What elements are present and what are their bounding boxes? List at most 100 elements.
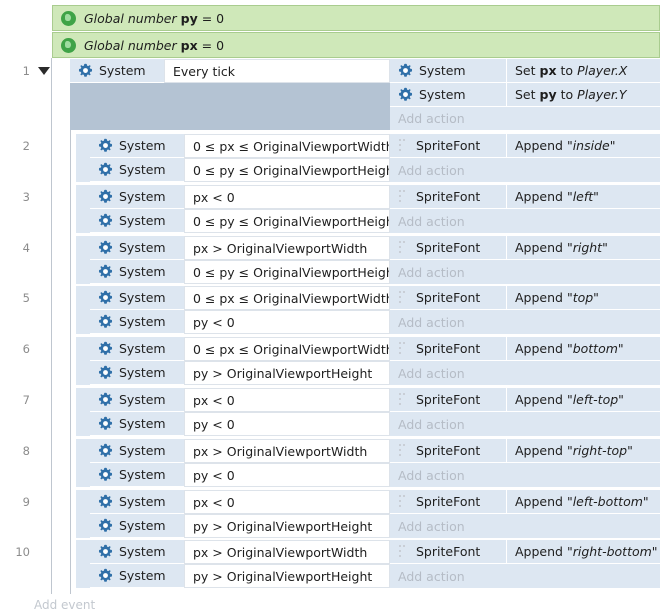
condition-text[interactable]: 0 ≤ px ≤ OriginalViewportWidth bbox=[184, 286, 390, 310]
action-object[interactable]: System bbox=[390, 59, 506, 83]
condition-object[interactable]: System bbox=[90, 463, 184, 487]
condition-object[interactable]: System bbox=[90, 337, 184, 361]
gear-icon bbox=[98, 213, 113, 227]
add-action-link[interactable]: Add action bbox=[390, 564, 660, 588]
condition-object[interactable]: System bbox=[90, 490, 184, 514]
gear-icon bbox=[98, 162, 113, 176]
add-action-link[interactable]: Add action bbox=[390, 463, 660, 487]
add-action-link[interactable]: Add action bbox=[390, 361, 660, 385]
condition-object[interactable]: System bbox=[90, 412, 184, 436]
action-object[interactable]: SpriteFont bbox=[390, 236, 506, 260]
add-action-link[interactable]: Add action bbox=[390, 107, 660, 130]
condition-text[interactable]: py < 0 bbox=[184, 310, 390, 334]
condition-text[interactable]: 0 ≤ py ≤ OriginalViewportHeight bbox=[184, 158, 390, 182]
condition-text[interactable]: py > OriginalViewportHeight bbox=[184, 564, 390, 588]
spritefont-icon bbox=[399, 544, 405, 557]
condition-object[interactable]: System bbox=[90, 564, 184, 588]
add-action-link[interactable]: Add action bbox=[390, 158, 660, 182]
spritefont-icon bbox=[399, 443, 405, 456]
event-number: 5 bbox=[22, 291, 30, 305]
add-event-link[interactable]: Add event bbox=[34, 598, 96, 612]
condition-text[interactable]: px < 0 bbox=[184, 490, 390, 514]
condition-object[interactable]: System bbox=[90, 286, 184, 310]
condition-text[interactable]: 0 ≤ py ≤ OriginalViewportHeight bbox=[184, 260, 390, 284]
condition-text[interactable]: 0 ≤ px ≤ OriginalViewportWidth bbox=[184, 337, 390, 361]
gear-icon bbox=[78, 63, 93, 77]
action-text[interactable]: Append "left-bottom" bbox=[506, 490, 660, 514]
action-text[interactable]: Append "left-top" bbox=[506, 388, 660, 412]
action-object[interactable]: SpriteFont bbox=[390, 540, 506, 564]
action-object[interactable]: SpriteFont bbox=[390, 286, 506, 310]
gear-icon bbox=[98, 240, 113, 254]
condition-text[interactable]: py < 0 bbox=[184, 463, 390, 487]
add-action-link[interactable]: Add action bbox=[390, 412, 660, 436]
condition-object[interactable]: System bbox=[70, 59, 164, 83]
condition-text[interactable]: px > OriginalViewportWidth bbox=[184, 236, 390, 260]
action-text[interactable]: Append "bottom" bbox=[506, 337, 660, 361]
globe-icon bbox=[61, 37, 76, 53]
condition-object[interactable]: System bbox=[90, 260, 184, 284]
action-text[interactable]: Append "right-bottom" bbox=[506, 540, 660, 564]
gear-icon bbox=[98, 290, 113, 304]
condition-object[interactable]: System bbox=[90, 388, 184, 412]
spritefont-icon bbox=[399, 290, 405, 303]
condition-object[interactable]: System bbox=[90, 439, 184, 463]
global-var-text: Global number px = 0 bbox=[84, 37, 225, 53]
gear-icon bbox=[98, 365, 113, 379]
global-var-px[interactable]: Global number px = 0 bbox=[52, 32, 660, 58]
event-number: 2 bbox=[22, 139, 30, 153]
action-text[interactable]: Set py to Player.Y bbox=[506, 83, 660, 107]
condition-text[interactable]: px < 0 bbox=[184, 185, 390, 209]
condition-text[interactable]: Every tick bbox=[164, 59, 390, 83]
condition-text[interactable]: py > OriginalViewportHeight bbox=[184, 514, 390, 538]
action-text[interactable]: Append "right" bbox=[506, 236, 660, 260]
add-action-link[interactable]: Add action bbox=[390, 260, 660, 284]
action-object[interactable]: SpriteFont bbox=[390, 134, 506, 158]
action-object[interactable]: System bbox=[390, 83, 506, 107]
indent-guide bbox=[70, 84, 71, 594]
action-text[interactable]: Append "inside" bbox=[506, 134, 660, 158]
action-object[interactable]: SpriteFont bbox=[390, 388, 506, 412]
event-number: 6 bbox=[22, 342, 30, 356]
action-text[interactable]: Append "left" bbox=[506, 185, 660, 209]
spritefont-icon bbox=[399, 494, 405, 507]
spritefont-icon bbox=[399, 240, 405, 253]
action-object[interactable]: SpriteFont bbox=[390, 185, 506, 209]
action-object[interactable]: SpriteFont bbox=[390, 337, 506, 361]
condition-object[interactable]: System bbox=[90, 514, 184, 538]
collapse-arrow-icon[interactable] bbox=[38, 67, 50, 75]
event-number: 9 bbox=[22, 495, 30, 509]
gear-icon bbox=[398, 63, 413, 77]
condition-empty-area[interactable] bbox=[70, 83, 390, 130]
condition-object[interactable]: System bbox=[90, 361, 184, 385]
add-action-link[interactable]: Add action bbox=[390, 310, 660, 334]
action-object[interactable]: SpriteFont bbox=[390, 439, 506, 463]
action-text[interactable]: Append "top" bbox=[506, 286, 660, 310]
gear-icon bbox=[98, 189, 113, 203]
condition-text[interactable]: px > OriginalViewportWidth bbox=[184, 540, 390, 564]
add-action-link[interactable]: Add action bbox=[390, 514, 660, 538]
condition-object[interactable]: System bbox=[90, 236, 184, 260]
gear-icon bbox=[98, 314, 113, 328]
condition-text[interactable]: px > OriginalViewportWidth bbox=[184, 439, 390, 463]
condition-text[interactable]: 0 ≤ py ≤ OriginalViewportHeight bbox=[184, 209, 390, 233]
condition-object[interactable]: System bbox=[90, 185, 184, 209]
action-object[interactable]: SpriteFont bbox=[390, 490, 506, 514]
condition-text[interactable]: py < 0 bbox=[184, 412, 390, 436]
condition-object[interactable]: System bbox=[90, 158, 184, 182]
condition-object[interactable]: System bbox=[90, 209, 184, 233]
action-text[interactable]: Append "right-top" bbox=[506, 439, 660, 463]
add-action-link[interactable]: Add action bbox=[390, 209, 660, 233]
gear-icon bbox=[98, 467, 113, 481]
globe-icon bbox=[61, 10, 76, 26]
condition-object[interactable]: System bbox=[90, 134, 184, 158]
condition-text[interactable]: 0 ≤ px ≤ OriginalViewportWidth bbox=[184, 134, 390, 158]
action-text[interactable]: Set px to Player.X bbox=[506, 59, 660, 83]
global-var-text: Global number py = 0 bbox=[84, 10, 225, 26]
condition-object[interactable]: System bbox=[90, 310, 184, 334]
gear-icon bbox=[98, 494, 113, 508]
condition-text[interactable]: px < 0 bbox=[184, 388, 390, 412]
condition-object[interactable]: System bbox=[90, 540, 184, 564]
global-var-py[interactable]: Global number py = 0 bbox=[52, 5, 660, 31]
condition-text[interactable]: py > OriginalViewportHeight bbox=[184, 361, 390, 385]
